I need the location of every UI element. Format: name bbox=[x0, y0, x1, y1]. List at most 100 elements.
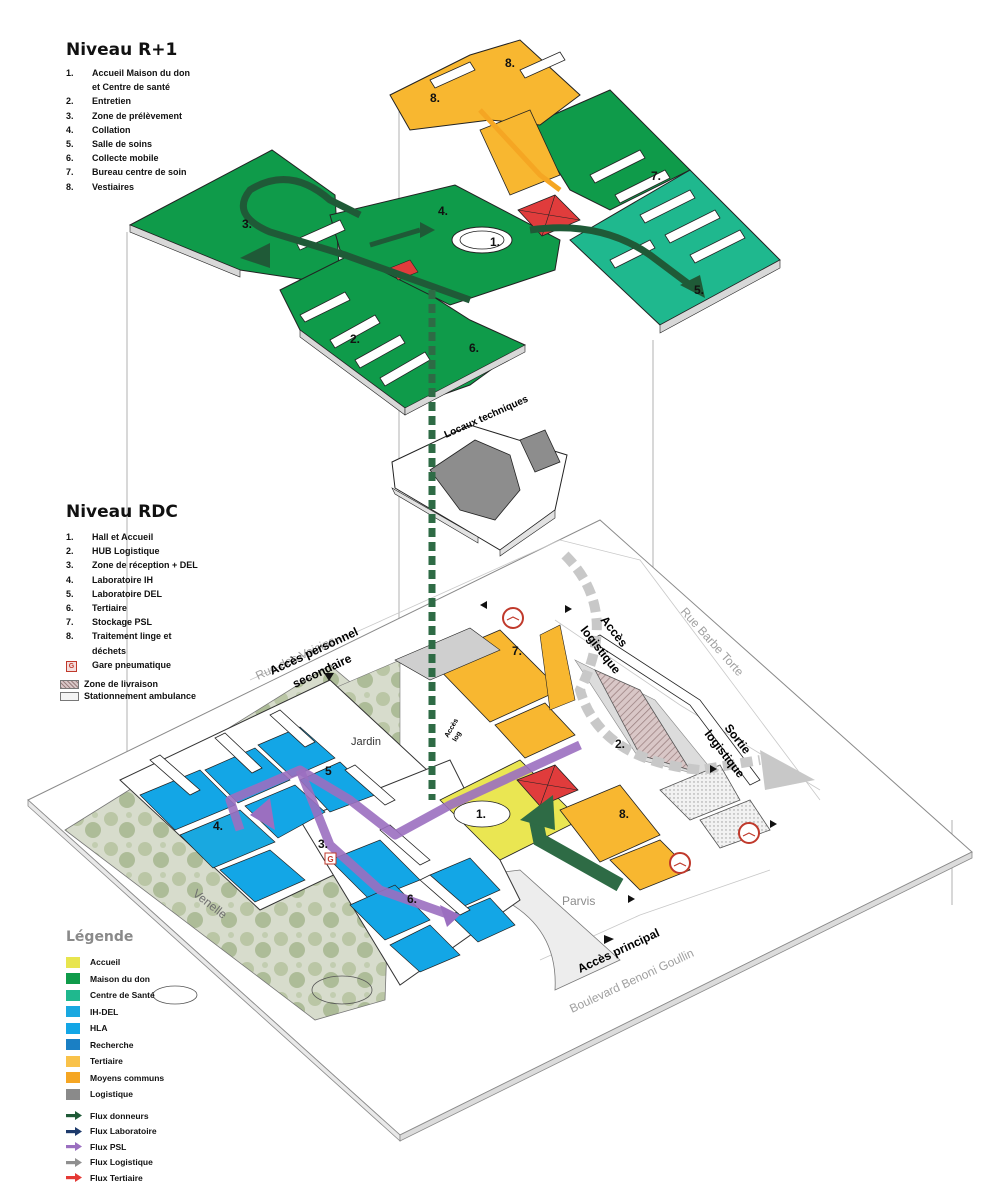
zone-livraison-row: Zone de livraison bbox=[60, 678, 196, 690]
dots-swatch bbox=[60, 691, 79, 701]
svg-text:7.: 7. bbox=[512, 644, 522, 658]
svg-text:7.: 7. bbox=[651, 169, 661, 183]
flow-item: Flux Tertiaire bbox=[66, 1170, 157, 1186]
rdc-extras: Zone de livraison Stationnement ambulanc… bbox=[60, 678, 196, 702]
legend-swatch bbox=[66, 956, 80, 968]
rdc-item: 8.Traitement linge et bbox=[66, 631, 172, 642]
rdc-item: 6.Tertiaire bbox=[66, 603, 127, 614]
r1-item: 4.Collation bbox=[66, 124, 131, 135]
legend-swatch bbox=[66, 1055, 80, 1067]
stationnement-row: Stationnement ambulance bbox=[60, 690, 196, 702]
arrow-icon bbox=[66, 1157, 82, 1167]
locaux-techniques-plan bbox=[391, 424, 568, 557]
r1-item: 3.Zone de prélèvement bbox=[66, 110, 183, 121]
gare-plan-icon bbox=[324, 852, 337, 865]
legend-swatch bbox=[66, 1088, 80, 1100]
legend-swatch bbox=[66, 973, 80, 985]
legend-item: Tertiaire bbox=[66, 1053, 164, 1070]
legend-item: HLA bbox=[66, 1020, 164, 1037]
svg-text:8.: 8. bbox=[430, 91, 440, 105]
svg-text:5.: 5. bbox=[694, 283, 704, 297]
legend-label: Tertiaire bbox=[90, 1056, 123, 1067]
flow-item: Flux Logistique bbox=[66, 1155, 157, 1171]
flow-label: Flux PSL bbox=[90, 1141, 127, 1152]
svg-text:8.: 8. bbox=[619, 807, 629, 821]
flow-label: Flux donneurs bbox=[90, 1110, 149, 1121]
flow-item: Flux Laboratoire bbox=[66, 1124, 157, 1140]
legend-item: Moyens communs bbox=[66, 1070, 164, 1087]
arrow-icon bbox=[66, 1142, 82, 1152]
rdc-title: Niveau RDC bbox=[66, 502, 178, 522]
legend-item: Logistique bbox=[66, 1086, 164, 1103]
r1-item: 6.Collecte mobile bbox=[66, 153, 159, 164]
legend-swatch bbox=[66, 1039, 80, 1051]
svg-text:5: 5 bbox=[325, 764, 332, 778]
flow-label: Flux Logistique bbox=[90, 1157, 153, 1168]
legend-label: Logistique bbox=[90, 1089, 133, 1100]
legend-title: Légende bbox=[66, 929, 134, 945]
flow-item: Flux donneurs bbox=[66, 1108, 157, 1124]
r1-item: 8.Vestiaires bbox=[66, 181, 135, 192]
r1-item: 5.Salle de soins bbox=[66, 139, 153, 150]
legend-item: Recherche bbox=[66, 1037, 164, 1054]
arrow-icon bbox=[66, 1173, 82, 1183]
flow-label: Flux Tertiaire bbox=[90, 1172, 143, 1183]
legend-swatch bbox=[66, 989, 80, 1001]
rdc-item: déchets bbox=[92, 645, 127, 656]
legend-label: Accueil bbox=[90, 957, 121, 968]
r1-item: 2.Entretien bbox=[66, 96, 132, 107]
rdc-item: 2.HUB Logistique bbox=[66, 546, 160, 557]
hatch-swatch bbox=[60, 679, 79, 689]
flow-item: Flux PSL bbox=[66, 1139, 157, 1155]
acces-log-small-2: log bbox=[452, 730, 463, 743]
gare-plan-letter: G bbox=[327, 855, 333, 864]
legend-item: Maison du don bbox=[66, 971, 164, 988]
legend-swatch bbox=[66, 1006, 80, 1018]
legend-item: Centre de Santé bbox=[66, 987, 164, 1004]
legend-swatch bbox=[66, 1022, 80, 1034]
rdc-item: 4.Laboratoire IH bbox=[66, 574, 154, 585]
legend-item: IH-DEL bbox=[66, 1004, 164, 1021]
svg-text:2.: 2. bbox=[615, 737, 625, 751]
legend-label: HLA bbox=[90, 1023, 108, 1034]
svg-text:3.: 3. bbox=[318, 837, 328, 851]
svg-text:1.: 1. bbox=[476, 807, 486, 821]
rdc-item: 3.Zone de réception + DEL bbox=[66, 560, 198, 571]
legend-label: Maison du don bbox=[90, 973, 150, 984]
arrow-icon bbox=[66, 1111, 82, 1121]
legend-swatch bbox=[66, 1072, 80, 1084]
legend-label: Recherche bbox=[90, 1039, 134, 1050]
rdc-item: 5.Laboratoire DEL bbox=[66, 588, 163, 599]
r1-item: 1.Accueil Maison du don bbox=[66, 68, 191, 78]
legend-label: IH-DEL bbox=[90, 1006, 119, 1017]
r1-list: 1.Accueil Maison du don et Centre de san… bbox=[66, 66, 190, 194]
jardin-label: Jardin bbox=[351, 736, 381, 748]
rdc-item: 7.Stockage PSL bbox=[66, 617, 153, 628]
legend-item: Accueil bbox=[66, 954, 164, 971]
svg-text:1.: 1. bbox=[490, 235, 500, 249]
r1-item: et Centre de santé bbox=[92, 82, 171, 93]
r1-title: Niveau R+1 bbox=[66, 40, 178, 60]
gare-icon: G bbox=[66, 660, 77, 672]
arrow-icon bbox=[66, 1126, 82, 1136]
svg-text:8.: 8. bbox=[505, 56, 515, 70]
rdc-list: 1.Hall et Accueil 2.HUB Logistique 3.Zon… bbox=[66, 530, 198, 672]
plan-number-labels: 1. 2. 3. 4. 5. 6. 7. 8. 8. 1. 2. 3. 4. 5… bbox=[213, 56, 704, 906]
gare-legend-row: G Gare pneumatique bbox=[66, 658, 198, 672]
svg-text:3.: 3. bbox=[242, 217, 252, 231]
svg-text:2.: 2. bbox=[350, 332, 360, 346]
legend-label: Centre de Santé bbox=[90, 990, 155, 1001]
flow-label: Flux Laboratoire bbox=[90, 1126, 157, 1137]
parvis-label: Parvis bbox=[562, 894, 595, 908]
bike-icon bbox=[502, 607, 760, 874]
svg-text:4.: 4. bbox=[438, 204, 448, 218]
r1-plan bbox=[128, 39, 781, 416]
rdc-item: 1.Hall et Accueil bbox=[66, 532, 154, 542]
rdc-plan: G bbox=[119, 551, 815, 986]
legend-label: Moyens communs bbox=[90, 1072, 165, 1083]
svg-text:4.: 4. bbox=[213, 819, 223, 833]
svg-text:6.: 6. bbox=[407, 892, 417, 906]
